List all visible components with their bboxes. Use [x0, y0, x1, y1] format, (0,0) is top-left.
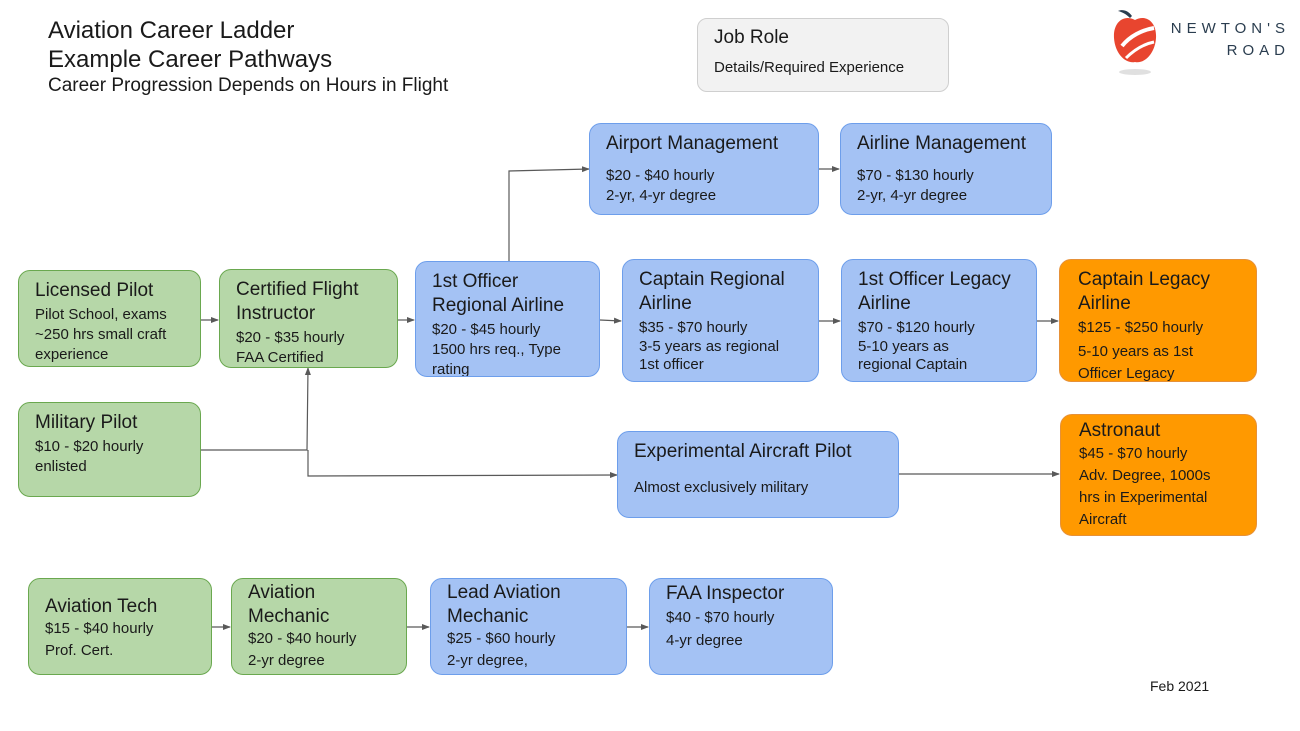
node-detail: $20 - $40 hourly: [606, 167, 715, 184]
node-title: Experimental Aircraft Pilot: [634, 441, 852, 462]
node-detail: Almost exclusively military: [634, 479, 809, 496]
node-airport-management: Airport Management $20 - $40 hourly 2-yr…: [589, 123, 819, 215]
node-title: Astronaut: [1079, 420, 1161, 441]
node-detail: 2-yr, 4-yr degree: [606, 187, 717, 204]
node-title: Military Pilot: [35, 412, 138, 433]
node-detail: enlisted: [35, 458, 87, 475]
node-detail: 2-yr, 4-yr degree: [857, 187, 968, 204]
node-detail: 5-10 years as: [858, 338, 949, 355]
node-title: Aviation Mechanic: [248, 582, 330, 627]
node-licensed-pilot: Licensed Pilot Pilot School, exams ~250 …: [18, 270, 201, 367]
node-title: Lead Aviation Mechanic: [447, 582, 561, 627]
node-detail: 1500 hrs req., Type: [432, 341, 561, 358]
node-captain-legacy: Captain Legacy Airline $125 - $250 hourl…: [1059, 259, 1257, 382]
logo-text: NEWTON'S ROAD: [1168, 18, 1290, 62]
node-title: FAA Inspector: [666, 583, 785, 604]
arrow-military-to-experimental: [307, 450, 618, 479]
arrow-military-to-cfi: [201, 367, 311, 451]
node-detail: FAA Certified: [236, 349, 324, 366]
node-detail: $20 - $35 hourly: [236, 329, 345, 346]
node-title: 1st Officer Regional Airline: [432, 271, 565, 316]
node-detail: $25 - $60 hourly: [447, 630, 556, 647]
node-first-officer-legacy: 1st Officer Legacy Airline $70 - $120 ho…: [841, 259, 1037, 382]
node-detail: $15 - $40 hourly: [45, 620, 154, 637]
node-detail: $20 - $45 hourly: [432, 321, 541, 338]
logo-line-1: NEWTON'S: [1170, 20, 1290, 37]
node-detail: ~250 hrs small craft: [35, 326, 167, 343]
node-detail: $35 - $70 hourly: [639, 319, 748, 336]
node-airline-management: Airline Management $70 - $130 hourly 2-y…: [840, 123, 1052, 215]
apple-logo-icon: [1113, 10, 1157, 75]
node-detail: 2-yr degree: [248, 652, 325, 669]
footer-date: Feb 2021: [1150, 678, 1210, 694]
page-caption: Career Progression Depends on Hours in F…: [48, 75, 449, 96]
node-title: Airline Management: [857, 133, 1026, 154]
node-title: Captain Regional Airline: [639, 269, 785, 314]
node-detail: rating: [432, 361, 470, 377]
node-detail: Aircraft: [1079, 511, 1127, 528]
node-title: Licensed Pilot: [35, 280, 154, 301]
legend-detail: Details/Required Experience: [714, 59, 905, 76]
page-subtitle: Example Career Pathways: [48, 46, 333, 73]
node-astronaut: Astronaut $45 - $70 hourly Adv. Degree, …: [1060, 414, 1257, 536]
legend-title: Job Role: [714, 27, 789, 48]
node-detail: hrs in Experimental: [1079, 489, 1208, 506]
node-detail: Prof. Cert.: [45, 642, 114, 659]
page-title: Aviation Career Ladder: [48, 17, 295, 44]
node-title: Airport Management: [606, 133, 779, 154]
node-detail: $125 - $250 hourly: [1078, 319, 1204, 336]
title-block: Aviation Career Ladder Example Career Pa…: [48, 16, 448, 98]
node-lead-aviation-mechanic: Lead Aviation Mechanic $25 - $60 hourly …: [430, 578, 627, 675]
node-faa-inspector: FAA Inspector $40 - $70 hourly 4-yr degr…: [649, 578, 833, 675]
node-aviation-mechanic: Aviation Mechanic $20 - $40 hourly 2-yr …: [231, 578, 407, 675]
node-detail: $70 - $130 hourly: [857, 167, 974, 184]
arrow-first-officer-to-airport-mgmt: [508, 166, 590, 262]
node-detail: $40 - $70 hourly: [666, 609, 775, 626]
node-detail: $20 - $40 hourly: [248, 630, 357, 647]
node-military-pilot: Military Pilot $10 - $20 hourly enlisted: [18, 402, 201, 497]
node-detail: 2-yr degree,: [447, 652, 528, 669]
node-detail: regional Captain: [858, 356, 968, 373]
node-detail: experience: [35, 346, 109, 363]
node-detail: Pilot School, exams: [35, 306, 167, 323]
node-detail: $45 - $70 hourly: [1079, 445, 1188, 462]
node-title: Captain Legacy Airline: [1078, 269, 1211, 314]
node-title: 1st Officer Legacy Airline: [858, 269, 1011, 314]
node-experimental-aircraft-pilot: Experimental Aircraft Pilot Almost exclu…: [617, 431, 899, 518]
node-detail: $10 - $20 hourly: [35, 438, 144, 455]
node-title: Aviation Tech: [45, 596, 158, 617]
node-detail: 1st officer: [639, 356, 704, 373]
node-detail: 5-10 years as 1st: [1078, 343, 1194, 360]
node-title: Certified Flight Instructor: [236, 279, 359, 324]
node-detail: Officer Legacy: [1078, 365, 1175, 382]
node-detail: 3-5 years as regional: [639, 338, 780, 355]
legend-box: Job Role Details/Required Experience: [697, 18, 949, 92]
logo-line-2: ROAD: [1226, 42, 1290, 59]
node-aviation-tech: Aviation Tech $15 - $40 hourly Prof. Cer…: [28, 578, 212, 675]
node-certified-flight-instructor: Certified Flight Instructor $20 - $35 ho…: [219, 269, 398, 368]
node-detail: 4-yr degree: [666, 632, 743, 649]
arrow-first-officer-to-captain-regional: [599, 317, 622, 324]
newtons-road-logo: NEWTON'S ROAD: [1110, 6, 1295, 78]
node-captain-regional: Captain Regional Airline $35 - $70 hourl…: [622, 259, 819, 382]
node-detail: $70 - $120 hourly: [858, 319, 975, 336]
node-detail: Adv. Degree, 1000s: [1079, 467, 1211, 484]
node-first-officer-regional: 1st Officer Regional Airline $20 - $45 h…: [415, 261, 600, 377]
